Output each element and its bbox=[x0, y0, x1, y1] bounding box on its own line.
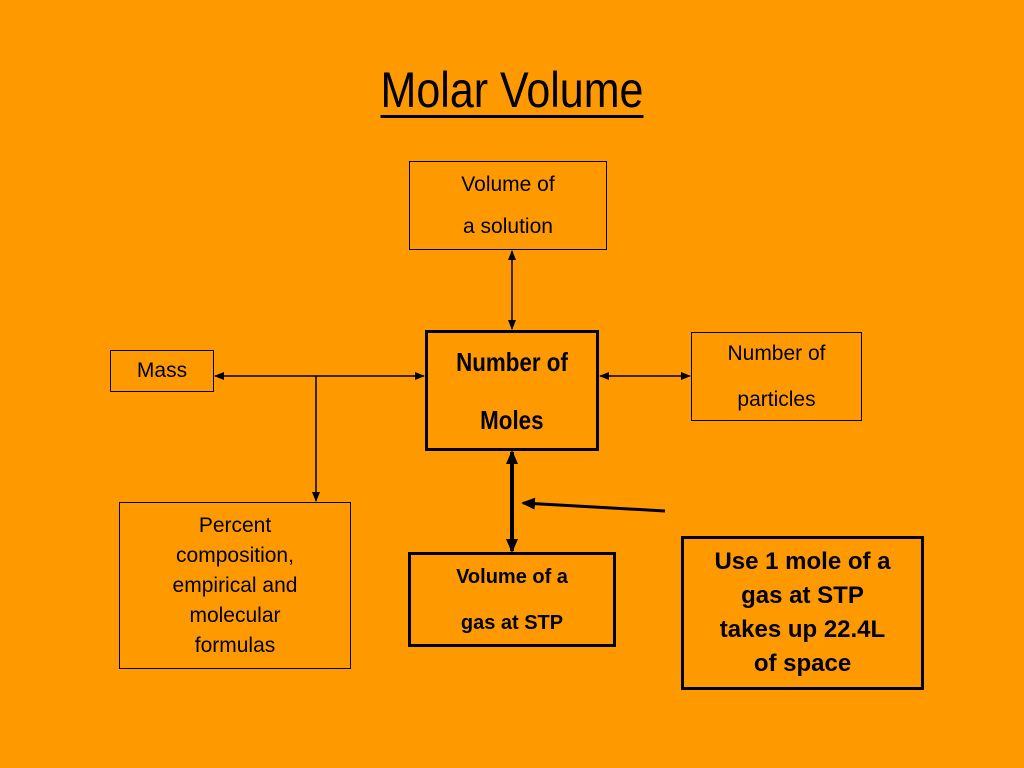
note-text: takes up 22.4L bbox=[719, 616, 886, 643]
node-text: particles bbox=[737, 387, 816, 411]
node-volume-of-gas-at-stp: Volume of a gas at STP bbox=[408, 552, 616, 647]
node-text: formulas bbox=[194, 633, 276, 657]
note-text: Use 1 mole of a bbox=[714, 548, 891, 575]
node-text: Moles bbox=[480, 404, 544, 435]
node-text: gas at STP bbox=[460, 611, 564, 634]
node-text: molecular bbox=[189, 603, 281, 627]
node-number-of-particles: Number of particles bbox=[691, 332, 862, 421]
node-text: Number of bbox=[456, 346, 568, 377]
slide-title: Molar Volume bbox=[380, 62, 644, 118]
node-text: a solution bbox=[463, 215, 553, 238]
note-text: gas at STP bbox=[741, 582, 864, 609]
node-text: composition, bbox=[176, 543, 294, 567]
node-volume-of-solution: Volume of a solution bbox=[409, 161, 607, 250]
node-text: Percent bbox=[198, 513, 272, 537]
arrow-note-pointer bbox=[521, 497, 666, 513]
note-text: of space bbox=[753, 650, 852, 677]
note-molar-volume-fact: Use 1 mole of a gas at STP takes up 22.4… bbox=[681, 536, 924, 690]
node-number-of-moles: Number of Moles bbox=[425, 330, 599, 451]
node-percent-composition: Percent composition, empirical and molec… bbox=[119, 502, 351, 669]
node-text: Volume of a bbox=[456, 565, 568, 588]
node-text: Number of bbox=[727, 341, 826, 365]
node-text: Volume of bbox=[461, 173, 555, 196]
node-mass: Mass bbox=[110, 350, 214, 392]
node-text: Mass bbox=[136, 359, 188, 382]
node-text: empirical and bbox=[172, 573, 298, 597]
